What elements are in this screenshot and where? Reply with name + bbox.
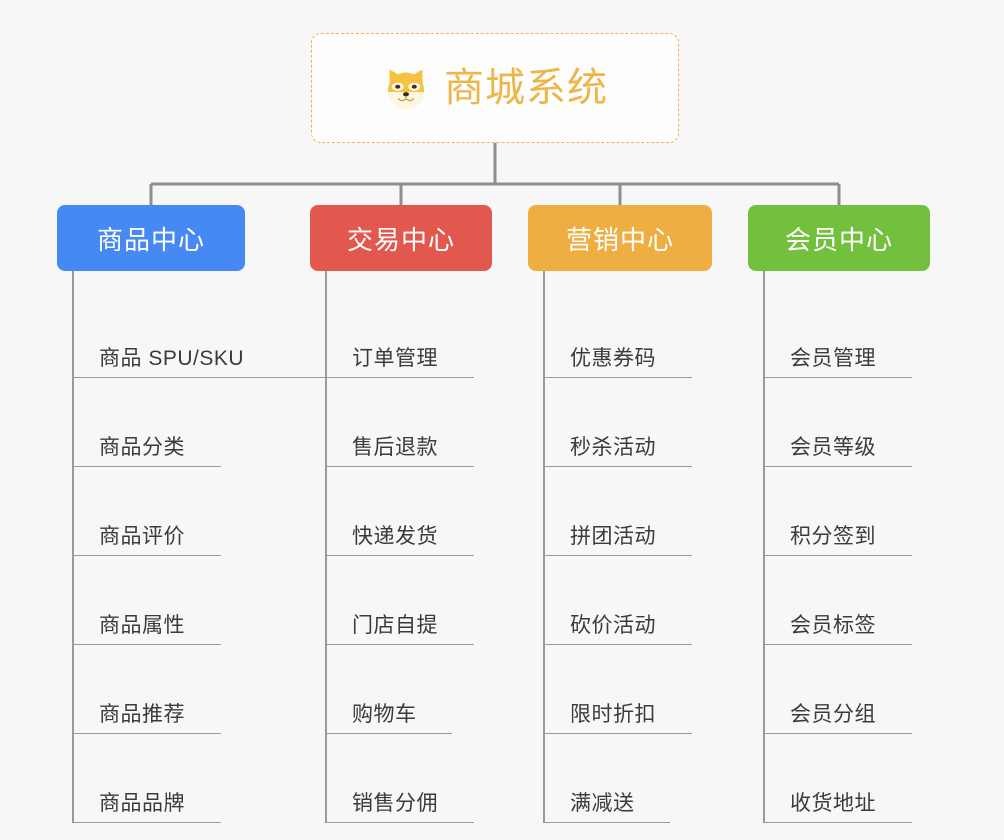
leaf-label: 售后退款 [352, 436, 438, 459]
leaf-item[interactable]: 会员标签 [748, 560, 930, 649]
leaf-underline [764, 733, 912, 734]
leaf-underline [73, 377, 331, 378]
leaf-item[interactable]: 拼团活动 [528, 471, 712, 560]
category-title: 商品中心 [96, 224, 205, 255]
category-column-2: 交易中心订单管理售后退款快递发货门店自提购物车销售分佣 [310, 205, 492, 827]
leaf-label: 会员等级 [790, 436, 876, 459]
leaf-label: 砍价活动 [570, 614, 656, 637]
leaf-underline [544, 822, 670, 823]
leaf-item[interactable]: 销售分佣 [310, 738, 492, 827]
leaf-item[interactable]: 秒杀活动 [528, 382, 712, 471]
leaf-item[interactable]: 会员管理 [748, 293, 930, 382]
leaf-underline [326, 555, 474, 556]
leaf-item[interactable]: 门店自提 [310, 560, 492, 649]
leaf-label: 门店自提 [352, 614, 438, 637]
leaf-item[interactable]: 优惠券码 [528, 293, 712, 382]
category-title: 交易中心 [346, 224, 455, 255]
leaf-underline [544, 466, 692, 467]
leaf-item[interactable]: 售后退款 [310, 382, 492, 471]
leaf-label: 拼团活动 [570, 525, 656, 548]
leaf-label: 会员分组 [790, 703, 876, 726]
leaf-item[interactable]: 购物车 [310, 649, 492, 738]
category-box[interactable]: 会员中心 [748, 205, 930, 271]
category-box[interactable]: 交易中心 [310, 205, 492, 271]
leaf-label: 商品 SPU/SKU [99, 347, 245, 370]
leaf-item[interactable]: 商品 SPU/SKU [57, 293, 331, 382]
category-column-4: 会员中心会员管理会员等级积分签到会员标签会员分组收货地址 [748, 205, 930, 827]
leaf-underline [326, 644, 474, 645]
leaf-label: 商品分类 [99, 436, 185, 459]
leaf-item[interactable]: 限时折扣 [528, 649, 712, 738]
leaf-label: 商品属性 [99, 614, 185, 637]
leaf-item[interactable]: 积分签到 [748, 471, 930, 560]
leaf-list: 订单管理售后退款快递发货门店自提购物车销售分佣 [310, 271, 492, 827]
leaf-item[interactable]: 会员等级 [748, 382, 930, 471]
leaf-label: 商品推荐 [99, 703, 185, 726]
category-column-1: 商品中心商品 SPU/SKU 商品分类商品评价商品属性商品推荐商品品牌 [57, 205, 331, 827]
category-column-3: 营销中心优惠券码秒杀活动拼团活动砍价活动限时折扣满减送 [528, 205, 712, 827]
leaf-underline [326, 466, 474, 467]
leaf-underline [764, 822, 912, 823]
leaf-underline [544, 644, 692, 645]
leaf-underline [73, 555, 221, 556]
category-title: 营销中心 [565, 224, 674, 255]
root-to-category-connector [149, 143, 841, 205]
dog-face-icon [382, 65, 430, 113]
leaf-list: 商品 SPU/SKU 商品分类商品评价商品属性商品推荐商品品牌 [57, 271, 331, 827]
leaf-item[interactable]: 商品推荐 [57, 649, 245, 738]
leaf-label: 商品品牌 [99, 792, 185, 815]
leaf-underline [764, 555, 912, 556]
category-box[interactable]: 商品中心 [57, 205, 245, 271]
leaf-item[interactable]: 砍价活动 [528, 560, 712, 649]
leaf-underline [544, 377, 692, 378]
leaf-label: 秒杀活动 [570, 436, 656, 459]
leaf-underline [73, 466, 221, 467]
leaf-label: 快递发货 [352, 525, 438, 548]
leaf-label: 购物车 [352, 703, 417, 726]
leaf-label: 优惠券码 [570, 347, 656, 370]
leaf-underline [73, 644, 221, 645]
leaf-item[interactable]: 商品属性 [57, 560, 245, 649]
leaf-label: 积分签到 [790, 525, 876, 548]
leaf-label: 收货地址 [790, 792, 876, 815]
leaf-label: 销售分佣 [352, 792, 438, 815]
root-node[interactable]: 商城系统 [311, 33, 679, 143]
leaf-underline [326, 377, 474, 378]
leaf-label: 满减送 [570, 792, 635, 815]
leaf-item[interactable]: 商品分类 [57, 382, 245, 471]
leaf-underline [764, 644, 912, 645]
leaf-item[interactable]: 收货地址 [748, 738, 930, 827]
root-title: 商城系统 [444, 66, 608, 110]
leaf-label: 限时折扣 [570, 703, 656, 726]
leaf-underline [73, 822, 221, 823]
leaf-item[interactable]: 满减送 [528, 738, 712, 827]
leaf-item[interactable]: 商品评价 [57, 471, 245, 560]
leaf-item[interactable]: 商品品牌 [57, 738, 245, 827]
leaf-list: 会员管理会员等级积分签到会员标签会员分组收货地址 [748, 271, 930, 827]
leaf-underline [764, 377, 912, 378]
leaf-underline [544, 733, 692, 734]
leaf-item[interactable]: 订单管理 [310, 293, 492, 382]
leaf-underline [326, 733, 452, 734]
category-box[interactable]: 营销中心 [528, 205, 712, 271]
leaf-underline [326, 822, 474, 823]
leaf-item[interactable]: 快递发货 [310, 471, 492, 560]
leaf-underline [544, 555, 692, 556]
leaf-label: 订单管理 [352, 347, 438, 370]
leaf-item[interactable]: 会员分组 [748, 649, 930, 738]
category-title: 会员中心 [784, 224, 893, 255]
leaf-underline [764, 466, 912, 467]
leaf-label: 商品评价 [99, 525, 185, 548]
leaf-label: 会员标签 [790, 614, 876, 637]
leaf-label: 会员管理 [790, 347, 876, 370]
leaf-list: 优惠券码秒杀活动拼团活动砍价活动限时折扣满减送 [528, 271, 712, 827]
leaf-underline [73, 733, 221, 734]
